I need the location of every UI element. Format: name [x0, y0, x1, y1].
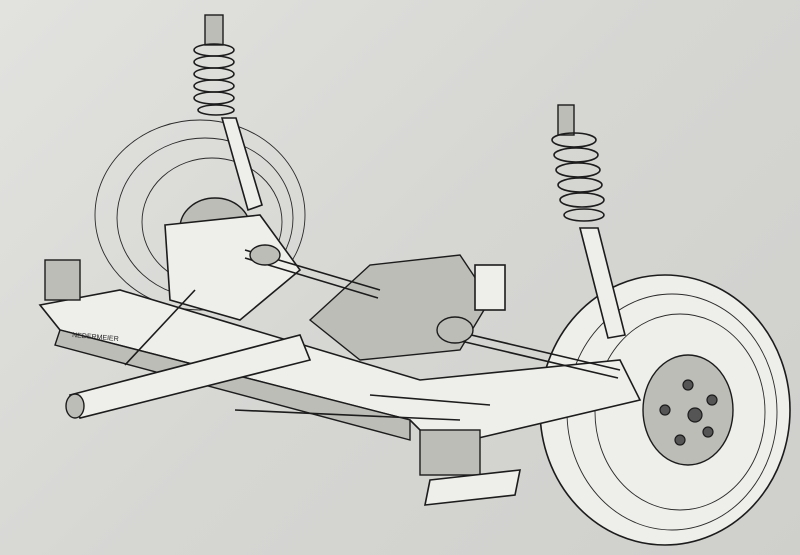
right-coil-spring — [551, 104, 626, 339]
mounts — [44, 259, 521, 506]
left-coil-spring — [193, 14, 263, 212]
subframe — [38, 214, 642, 441]
right-wheel — [539, 274, 791, 546]
propeller-tube — [65, 334, 312, 419]
drive-shafts — [244, 244, 621, 379]
control-rods — [124, 289, 491, 421]
svg-text:NEDERMEIER: NEDERMEIER — [72, 332, 119, 343]
